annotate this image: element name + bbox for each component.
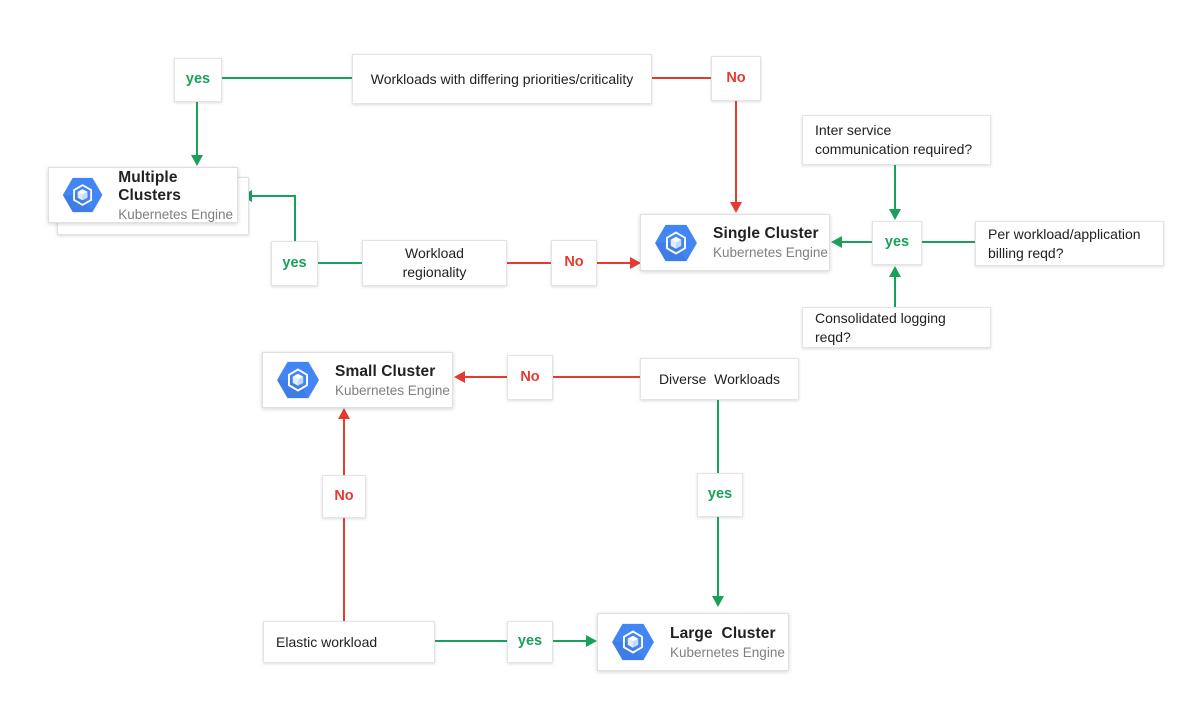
workload-regionality-label: Workload regionality	[402, 245, 468, 280]
workload-regionality-node: Workload regionality	[362, 240, 507, 286]
no-regionality-label: No	[564, 254, 584, 271]
no-priorities-label: No	[726, 69, 746, 86]
connector-interservice-down	[894, 165, 896, 210]
connector-yes-to-priorities	[222, 77, 352, 79]
large-cluster-card: Large Cluster Kubernetes Engine	[597, 613, 789, 671]
connector-elastic-up-upper	[343, 419, 345, 475]
yes-single-label: yes	[884, 234, 910, 251]
connector-no-down	[735, 101, 737, 202]
yes-priorities-node: yes	[174, 58, 222, 102]
connector-yes-to-single	[842, 241, 872, 243]
arrowhead-into-yes-bottom	[889, 266, 901, 277]
consolidated-logging-node: Consolidated logging reqd?	[802, 307, 991, 348]
single-cluster-subtitle: Kubernetes Engine	[713, 245, 828, 260]
multiple-clusters-subtitle: Kubernetes Engine	[118, 206, 234, 222]
arrowhead-into-small-cluster-right	[454, 371, 465, 383]
arrowhead-into-large-cluster-left	[586, 635, 597, 647]
consolidated-logging-label: Consolidated logging reqd?	[815, 309, 950, 345]
single-cluster-card: Single Cluster Kubernetes Engine	[640, 214, 830, 271]
connector-diverse-down	[717, 400, 719, 473]
yes-diverse-node: yes	[697, 473, 743, 517]
yes-single-node: yes	[872, 221, 922, 265]
decision-priorities-node: Workloads with differing priorities/crit…	[352, 54, 652, 104]
connector-regionality-yes-left	[251, 195, 296, 197]
yes-elastic-node: yes	[507, 621, 553, 663]
arrowhead-into-multiple-clusters-top	[191, 155, 203, 166]
large-cluster-subtitle: Kubernetes Engine	[670, 644, 785, 660]
small-cluster-card: Small Cluster Kubernetes Engine	[262, 352, 453, 408]
large-cluster-title: Large Cluster	[670, 624, 776, 642]
per-workload-label: Per workload/application billing reqd?	[988, 225, 1145, 261]
yes-elastic-label: yes	[517, 633, 543, 650]
connector-elastic-to-yes	[435, 640, 507, 642]
multiple-clusters-title: Multiple Clusters	[118, 168, 182, 204]
no-regionality-node: No	[551, 240, 597, 286]
no-priorities-node: No	[711, 56, 761, 101]
connector-diverse-to-no	[553, 376, 640, 378]
kubernetes-engine-icon	[62, 177, 103, 213]
connector-priorities-to-no	[652, 77, 711, 79]
inter-service-node: Inter service communication required?	[802, 115, 991, 165]
small-cluster-subtitle: Kubernetes Engine	[335, 382, 450, 398]
connector-regionality-to-no	[507, 262, 551, 264]
kubernetes-engine-icon	[277, 361, 319, 399]
connector-no-to-small	[464, 376, 507, 378]
diverse-workloads-label: Diverse Workloads	[658, 370, 781, 387]
no-diverse-label: No	[520, 368, 540, 385]
multiple-clusters-card: Multiple Clusters Kubernetes Engine	[48, 167, 238, 223]
connector-perworkload-to-yes	[922, 241, 975, 243]
connector-yes-to-regionality	[318, 262, 362, 264]
no-elastic-label: No	[334, 487, 354, 504]
yes-diverse-label: yes	[707, 486, 733, 503]
diverse-workloads-node: Diverse Workloads	[640, 358, 799, 400]
small-cluster-title: Small Cluster	[335, 362, 436, 380]
connector-consolidated-up	[894, 277, 896, 307]
connector-yes-diverse-down	[717, 517, 719, 597]
arrowhead-into-large-cluster-top	[712, 596, 724, 607]
connector-no-to-single	[597, 262, 631, 264]
arrowhead-into-single-cluster-top	[730, 202, 742, 213]
kubernetes-engine-icon	[612, 623, 654, 661]
connector-yes-down	[196, 102, 198, 156]
connector-yes-to-large	[553, 640, 587, 642]
no-diverse-node: No	[507, 355, 553, 400]
arrowhead-into-single-cluster-left	[630, 257, 641, 269]
yes-regionality-label: yes	[282, 254, 307, 271]
yes-regionality-node: yes	[271, 241, 318, 286]
kubernetes-engine-icon	[655, 224, 697, 261]
arrowhead-into-yes-top	[889, 209, 901, 220]
inter-service-label: Inter service communication required?	[815, 122, 973, 157]
arrowhead-into-small-cluster-bottom	[338, 408, 350, 419]
yes-priorities-label: yes	[185, 71, 211, 88]
decision-priorities-label: Workloads with differing priorities/crit…	[370, 70, 634, 87]
single-cluster-title: Single Cluster	[713, 225, 819, 242]
elastic-workload-node: Elastic workload	[263, 621, 435, 663]
connector-regionality-yes-up	[294, 195, 296, 242]
per-workload-node: Per workload/application billing reqd?	[975, 221, 1164, 266]
connector-elastic-up-lower	[343, 518, 345, 621]
no-elastic-node: No	[322, 475, 366, 518]
elastic-workload-label: Elastic workload	[276, 633, 378, 650]
arrowhead-into-single-cluster-right	[831, 236, 842, 248]
